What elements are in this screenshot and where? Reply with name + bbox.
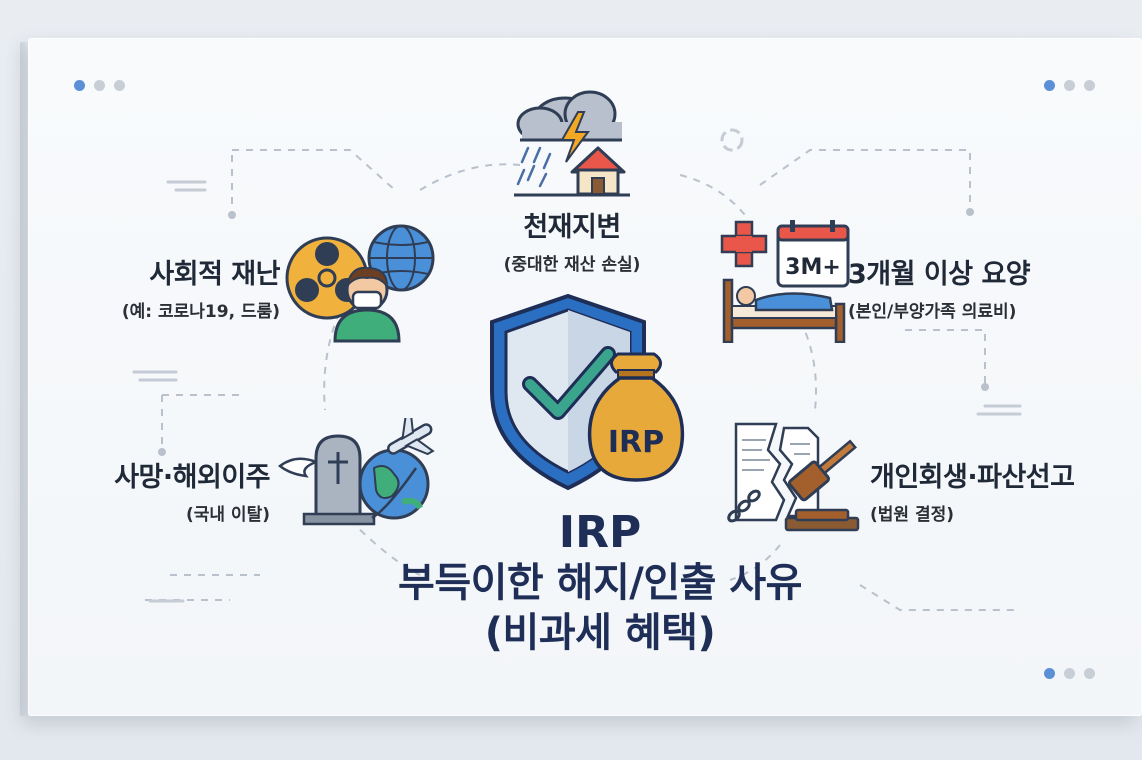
item-subtitle: (국내 이탈) [185,505,270,525]
storm-house-icon [510,82,635,201]
item-bankruptcy: 개인회생·파산선고 (법원 결정) [870,455,1132,525]
item-title: 개인회생·파산선고 [870,462,1075,493]
item-subtitle: (본인/부양가족 의료비) [848,302,1017,322]
window-dots-right [1044,80,1095,91]
item-subtitle: (법원 결정) [870,505,955,525]
item-medical-care: 3개월 이상 요양 (본인/부양가족 의료비) [848,252,1118,322]
hospital-bed-calendar-icon: 3M+ [718,218,853,347]
item-title: 사망·해외이주 [114,462,270,493]
money-bag-label: IRP [608,425,664,460]
title-irp: IRP [558,507,642,558]
item-title: 3개월 이상 요양 [848,259,1031,290]
gavel-broken-document-icon [722,420,862,539]
title-note: (비과세 혜택) [484,610,716,656]
item-social-disaster: 사회적 재난 (예: 코로나19, 드룸) [70,252,281,322]
item-death-emigration: 사망·해외이주 (국내 이탈) [60,455,270,525]
item-title: 천재지변 [523,212,621,243]
item-natural-disaster: 천재지변 (중대한 재산 손실) [462,205,682,275]
window-dots-left [74,80,125,91]
main-title: IRP 부득이한 해지/인출 사유 (비과세 혜택) [300,508,900,658]
window-dots-bottom [1044,668,1095,679]
biohazard-globe-mask-icon [283,218,443,347]
item-subtitle: (중대한 재산 손실) [503,255,641,275]
tombstone-plane-globe-icon [276,411,446,532]
calendar-badge: 3M+ [785,255,841,280]
shield-check-moneybag-icon: IRP [486,292,696,501]
item-title: 사회적 재난 [149,259,280,290]
title-subtitle: 부득이한 해지/인출 사유 [398,560,802,606]
card-edge [20,42,30,716]
item-subtitle: (예: 코로나19, 드룸) [121,302,280,322]
